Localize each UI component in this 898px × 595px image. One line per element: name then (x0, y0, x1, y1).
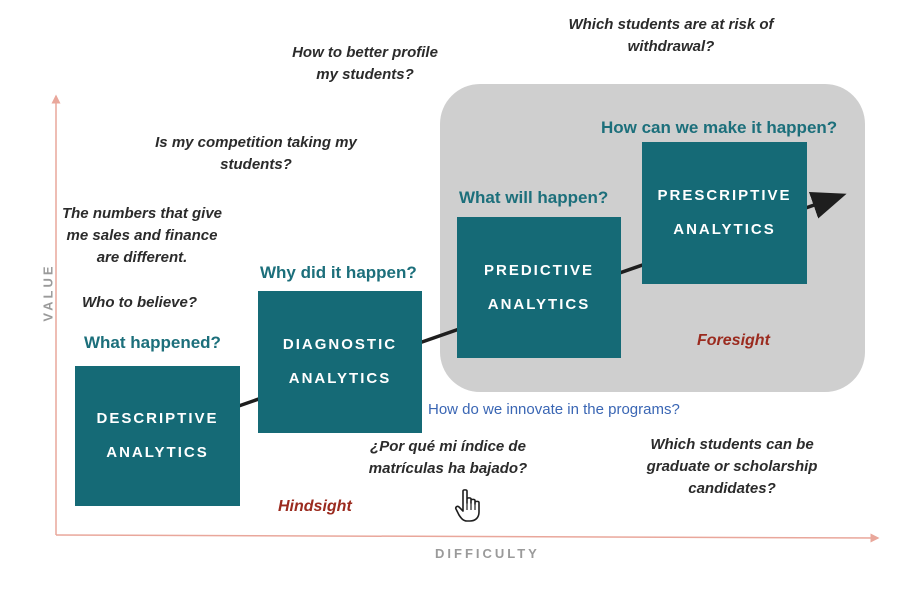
why-did-it-happen-question: Why did it happen? (260, 263, 417, 282)
x-axis (55, 533, 880, 543)
x-axis-label: DIFFICULTY (435, 546, 540, 561)
predictive-line1: PREDICTIVE (483, 261, 594, 279)
numbers-note-line3: are different. (96, 249, 188, 266)
competition-note-line2: students? (220, 156, 292, 173)
diagnostic-line2: ANALYTICS (288, 370, 392, 387)
prescriptive-analytics-box: PRESCRIPTIVE ANALYTICS (642, 142, 807, 284)
profile-note-line2: my students? (316, 66, 414, 83)
what-will-happen-question: What will happen? (459, 188, 609, 207)
graduate-note: Which students can be graduate or schola… (632, 434, 832, 500)
indice-note: ¿Por qué mi índice de matrículas ha baja… (348, 436, 548, 480)
foresight-label: Foresight (697, 332, 770, 349)
numbers-note: The numbers that give me sales and finan… (44, 203, 240, 269)
who-to-believe-note: Who to believe? (82, 294, 198, 311)
hand-pointer-icon (454, 488, 482, 529)
how-can-we-make-it-happen-question: How can we make it happen? (601, 118, 838, 137)
profile-note-line1: How to better profile (292, 44, 438, 61)
prescriptive-line2: ANALYTICS (673, 221, 776, 238)
numbers-note-line2: me sales and finance (66, 227, 218, 244)
competition-note: Is my competition taking my students? (130, 132, 382, 176)
numbers-note-line1: The numbers that give (61, 205, 223, 222)
descriptive-line1: DESCRIPTIVE (96, 410, 219, 427)
predictive-analytics-box: PREDICTIVE ANALYTICS (457, 217, 621, 358)
what-happened-question: What happened? (84, 333, 221, 352)
graduate-note-line1: Which students can be (650, 436, 814, 453)
diagnostic-analytics-box: DIAGNOSTIC ANALYTICS (258, 291, 422, 433)
risk-note-line2: withdrawal? (627, 38, 715, 55)
indice-note-line2: matrículas ha bajado? (368, 460, 528, 477)
diagnostic-line1: DIAGNOSTIC (282, 336, 398, 353)
y-axis-label: VALUE (40, 263, 56, 322)
profile-note: How to better profile my students? (260, 42, 470, 86)
hindsight-label: Hindsight (278, 498, 352, 515)
innovate-question: How do we innovate in the programs? (428, 401, 680, 418)
graduate-note-line3: candidates? (688, 480, 776, 497)
risk-note: Which students are at risk of withdrawal… (540, 14, 802, 58)
descriptive-analytics-box: DESCRIPTIVE ANALYTICS (75, 366, 240, 506)
descriptive-line2: ANALYTICS (106, 444, 209, 461)
graduate-note-line2: graduate or scholarship (646, 458, 818, 475)
risk-note-line1: Which students are at risk of (568, 16, 774, 33)
prescriptive-line1: PRESCRIPTIVE (657, 187, 792, 204)
indice-note-line1: ¿Por qué mi índice de (370, 438, 526, 455)
predictive-line2: ANALYTICS (487, 295, 591, 313)
competition-note-line1: Is my competition taking my (155, 134, 357, 151)
